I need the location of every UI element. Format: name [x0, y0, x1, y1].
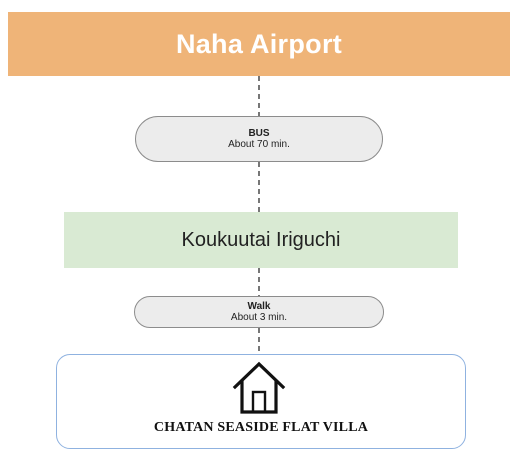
house-icon: [232, 361, 286, 414]
destination-box: [56, 354, 466, 449]
leg-walk-pill: Walk About 3 min.: [134, 296, 384, 328]
transfer-stop-name: Koukuutai Iriguchi: [181, 228, 341, 251]
origin-airport-bar: Naha Airport: [8, 12, 510, 76]
origin-name: Naha Airport: [175, 28, 343, 59]
leg-bus-mode: BUS: [248, 127, 270, 139]
leg-bus-pill: BUS About 70 min.: [135, 116, 383, 162]
leg-walk-duration: About 3 min.: [230, 312, 288, 323]
leg-bus-duration: About 70 min.: [228, 139, 290, 150]
leg-walk-mode: Walk: [247, 300, 271, 312]
destination-name: CHATAN SEASIDE FLAT VILLA: [153, 420, 369, 435]
transfer-stop-bar: Koukuutai Iriguchi: [64, 212, 458, 268]
